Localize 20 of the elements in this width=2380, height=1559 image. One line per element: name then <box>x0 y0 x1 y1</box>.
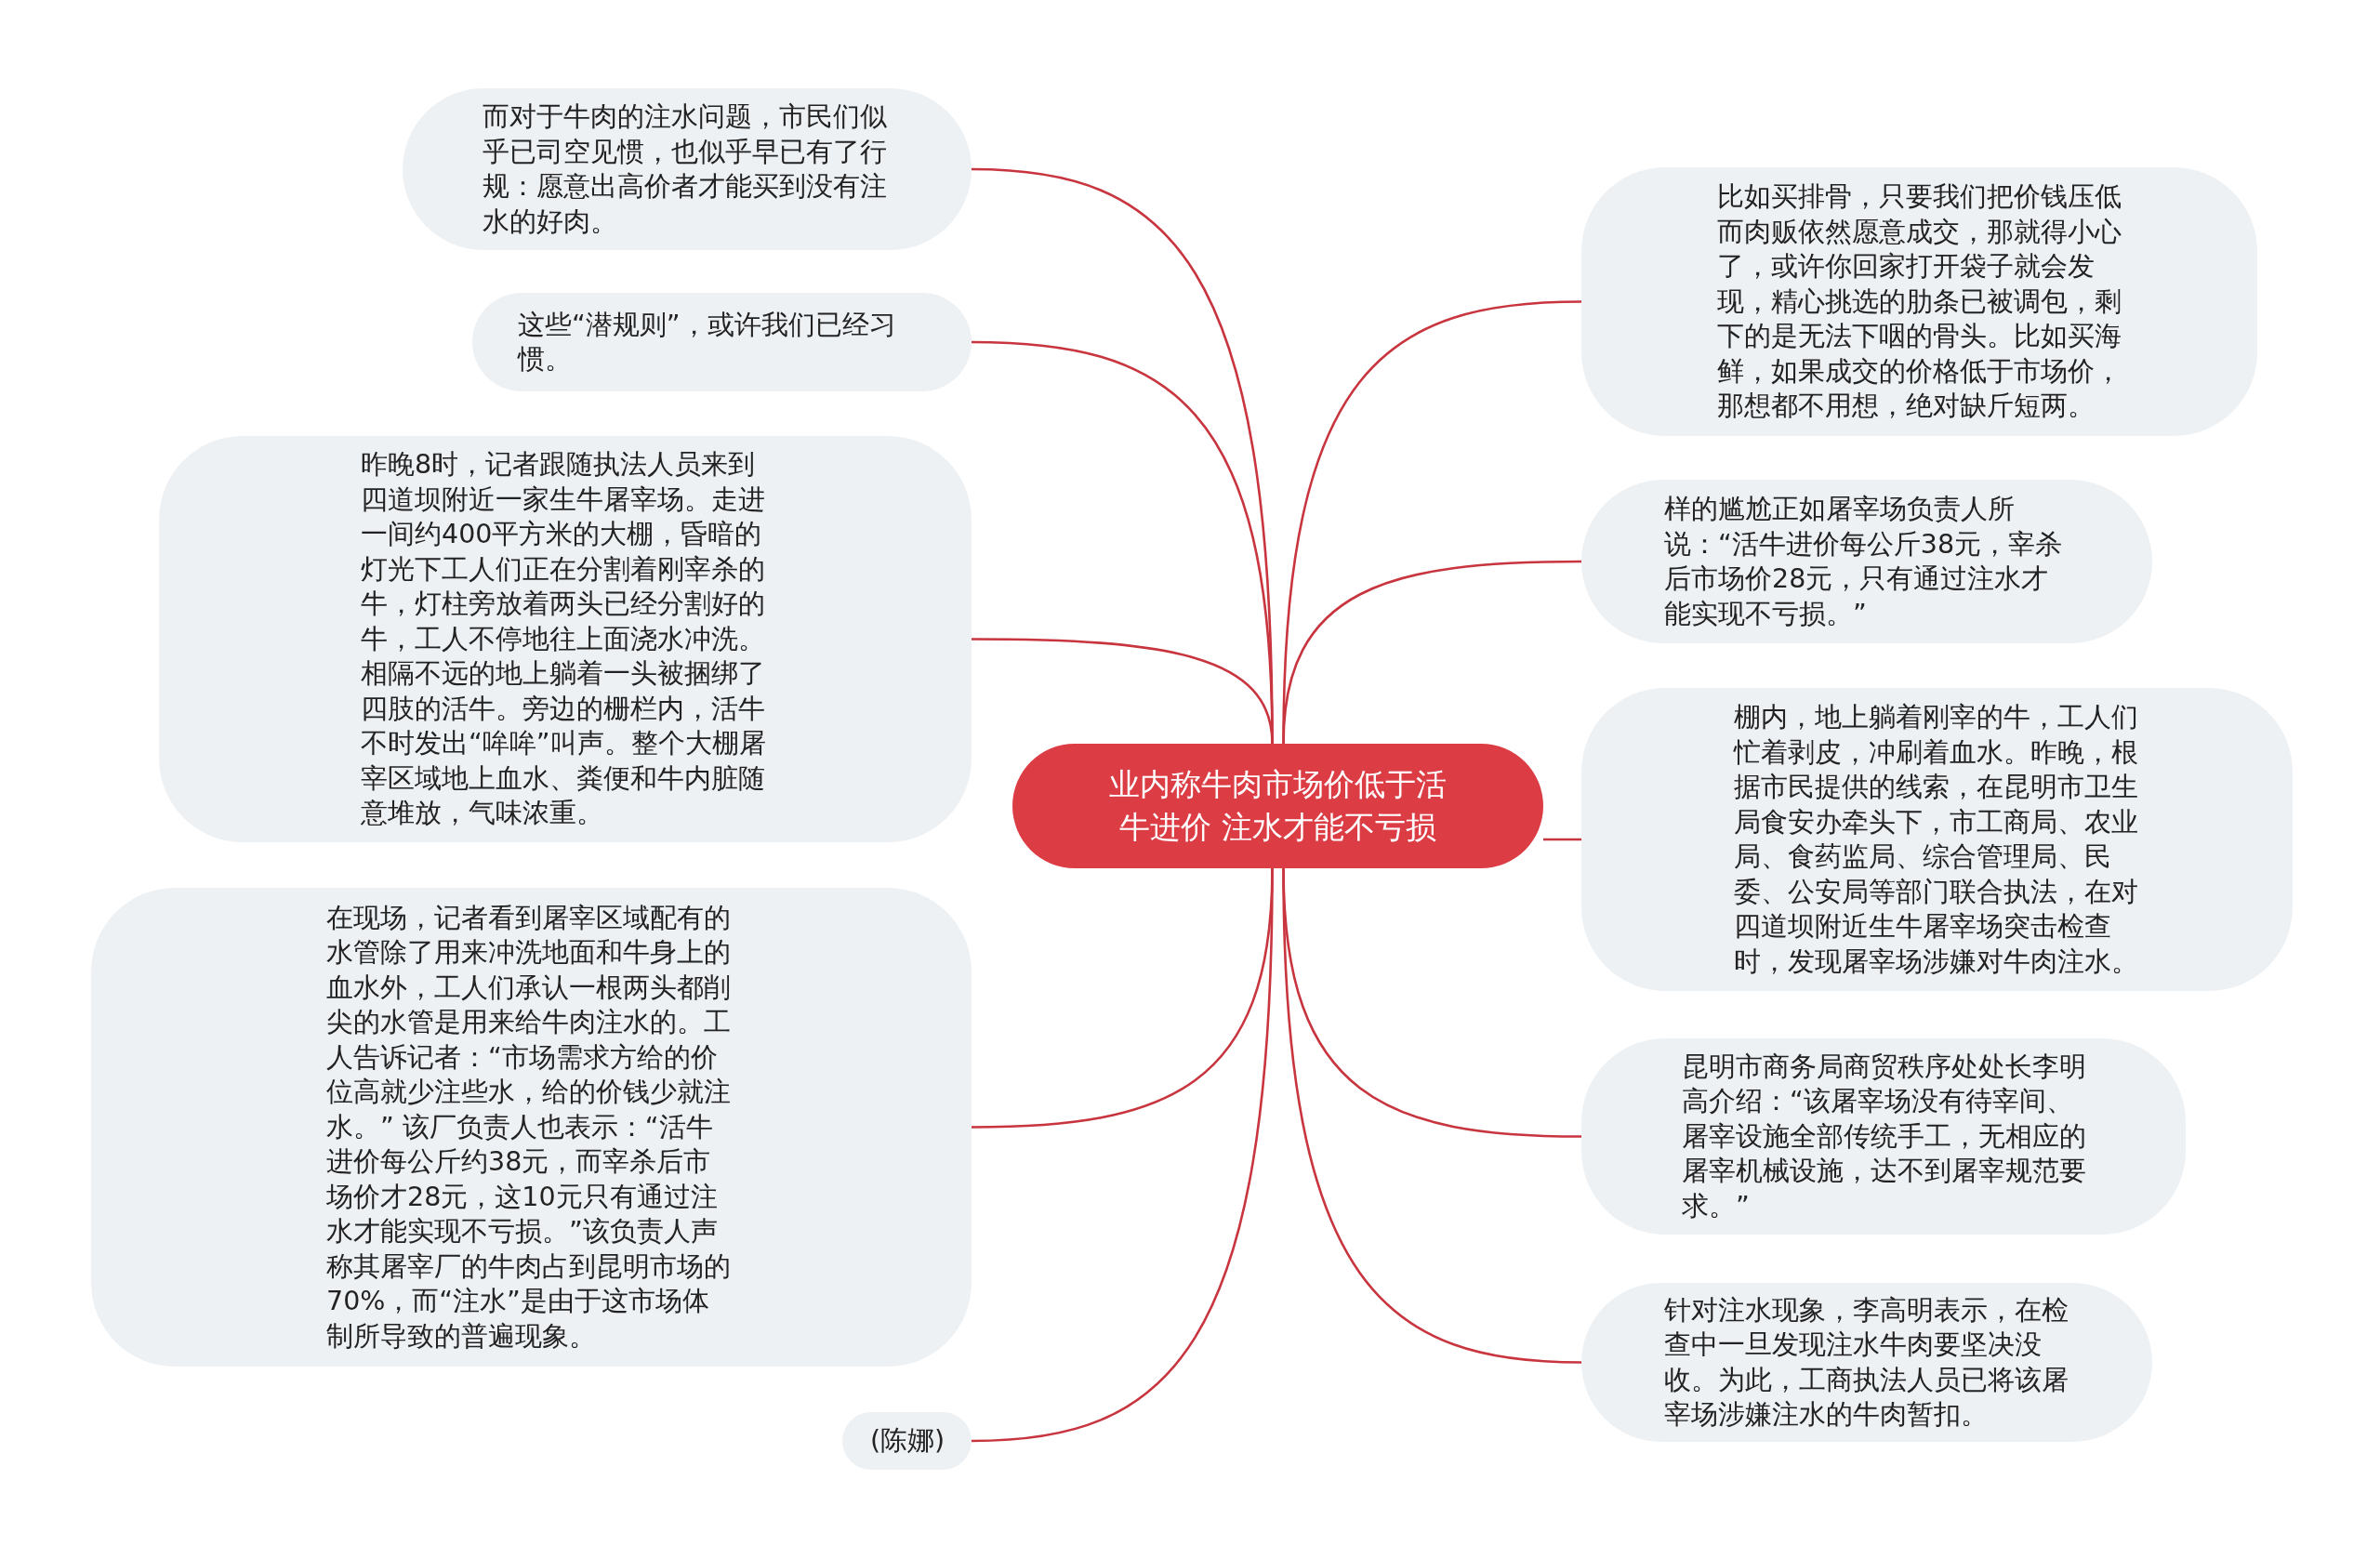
text-pill <box>159 436 972 842</box>
paragraph: 针对注水现象，李高明表示，在检查中一旦发现注水牛肉要坚决没收。为此，工商执法人员已将该屠宰场涉嫌注水的牛肉暂扣。 <box>1664 1293 2069 1432</box>
text-pill <box>1581 167 2257 436</box>
paragraph: (陈娜) <box>870 1424 946 1459</box>
topic-title: 业内称牛肉市场价低于活牛进价 注水才能不亏损 <box>1108 765 1448 847</box>
connector-line <box>972 638 1274 745</box>
paragraph: 而对于牛肉的注水问题，市民们似乎已司空见惯，也似乎早已有了行规：愿意出高价者才能买到没有注水的好肉。 <box>483 100 888 239</box>
paragraph: 昨晚8时，记者跟随执法人员来到四道坝附近一家生牛屠宰场。走进一间约400平方米的大棚，昏暗的灯光下工人们正在分割着刚宰杀的牛，灯柱旁放着两头已经分割好的牛，工人不停地往上面浇水冲洗。相隔不远的地上躺着一头被捆绑了四肢的活牛。旁边的栅栏内，活牛不时发出“哞哞”叫声。整个大棚屠宰区域地上血水、粪便和牛内脏随意堆放，气味浓重。 <box>361 448 767 831</box>
paragraph: 在现场，记者看到屠宰区域配有的水管除了用来冲洗地面和牛身上的血水外，工人们承认一根两头都削尖的水管是用来给牛肉注水的。工人告诉记者：“市场需求方给的价位高就少注些水，给的价钱少就注水。” 该厂负责人也表示：“活牛进价每公斤约38元，而宰杀后市场价才28元，这10元只有通过注水才能实现不亏损。”该负责人声称其屠宰厂的牛肉占到昆明市场的70%，而“注水”是由于这市场体制所导致的普遍现象。 <box>326 901 732 1354</box>
text-pill <box>1581 688 2293 991</box>
text-pill <box>91 888 972 1367</box>
connector-line <box>1282 867 1582 1364</box>
connector-line <box>971 867 1274 1443</box>
paragraph: 样的尴尬正如屠宰场负责人所说：“活牛进价每公斤38元，宰杀后市场价28元，只有通过注水才能实现不亏损。” <box>1664 493 2064 631</box>
paragraph: 棚内，地上躺着刚宰的牛，工人们忙着剥皮，冲刷着血水。昨晚，根据市民提供的线索，在昆明市卫生局食安办牵头下，市工商局、农业局、食药监局、综合管理局、民委、公安局等部门联合执法，在对四道坝附近生牛屠宰场突击检查时，发现屠宰场涉嫌对牛肉注水。 <box>1734 701 2139 979</box>
paragraph: 这些“潜规则”，或许我们已经习惯。 <box>518 308 897 377</box>
paragraph: 昆明市商务局商贸秩序处处长李明高介绍：“该屠宰场没有待宰间、屠宰设施全部传统手工，无相应的屠宰机械设施，达不到屠宰规范要求。” <box>1682 1050 2087 1223</box>
connector-line <box>1543 838 1581 841</box>
paragraph: 比如买排骨，只要我们把价钱压低而肉贩依然愿意成交，那就得小心了，或许你回家打开袋子就会发现，精心挑选的肋条已被调包，剩下的是无法下咽的骨头。比如买海鲜，如果成交的价格低于市场价，那想都不用想，绝对缺斤短两。 <box>1717 180 2122 424</box>
connector-line <box>1282 560 1581 745</box>
